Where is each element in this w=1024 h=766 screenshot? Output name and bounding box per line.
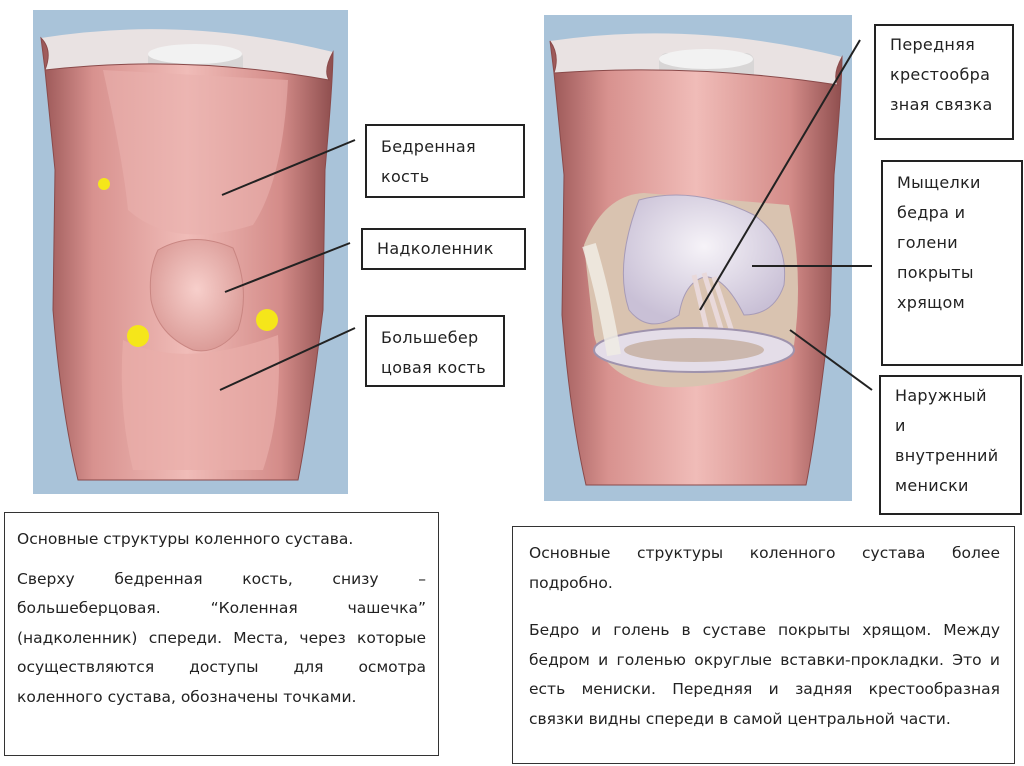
label-femur-text: Бедренная кость [381,137,476,186]
access-point-dot [98,178,110,190]
label-menisci: Наружный и внутренний мениски [879,375,1022,515]
label-acl: Передняя крестообра зная связка [874,24,1014,140]
access-point-dot [256,309,278,331]
label-femur: Бедренная кость [365,124,525,198]
knee-cutaway-illustration [549,33,843,486]
label-condyles: Мыщелки бедра и голени покрыты хрящом [881,160,1023,366]
label-tibia-text: Большебер цовая кость [381,328,486,377]
left-caption-title: Основные структуры коленного сустава. [17,530,354,548]
knee-surface-illustration [40,29,334,481]
right-knee-panel [544,15,852,501]
right-caption: Основные структуры коленного сустава бол… [512,526,1015,764]
left-caption-body: Сверху бедренная кость, снизу – большебе… [17,569,426,706]
access-point-dot [127,325,149,347]
label-patella: Надколенник [361,228,526,270]
label-acl-text: Передняя крестообра зная связка [890,35,993,114]
label-patella-text: Надколенник [377,239,494,258]
label-menisci-text: Наружный и внутренний мениски [895,386,999,495]
label-condyles-text: Мыщелки бедра и голени покрыты хрящом [897,173,981,312]
right-caption-title: Основные структуры коленного сустава бол… [529,544,1000,592]
left-knee-panel [33,10,348,494]
left-caption: Основные структуры коленного сустава. Св… [4,512,439,756]
label-tibia: Большебер цовая кость [365,315,505,387]
right-caption-body: Бедро и голень в суставе покрыты хрящом.… [529,621,1000,728]
